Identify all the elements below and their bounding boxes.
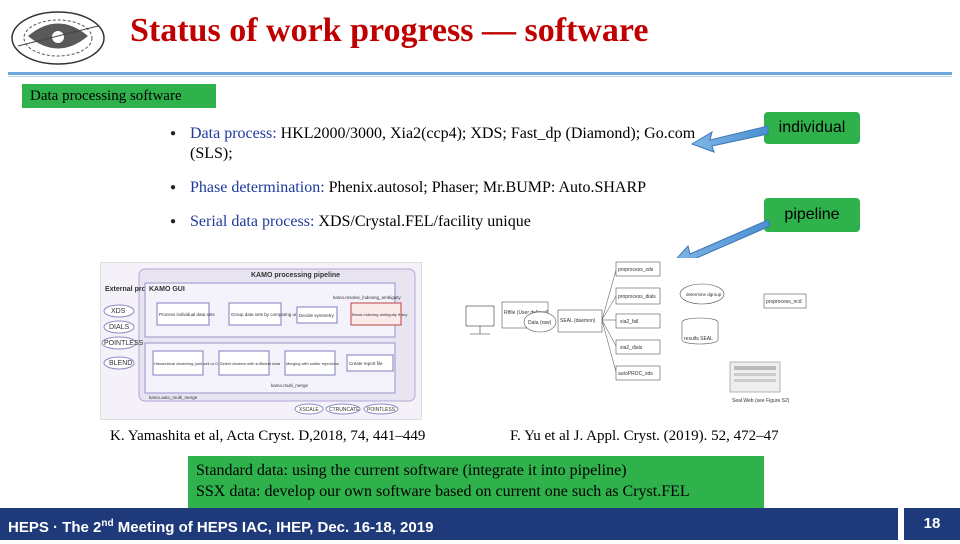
footer-text: Meeting of HEPS IAC, IHEP, Dec. 16-18, 2… [113, 519, 434, 536]
note-line: Standard data: using the current softwar… [196, 462, 627, 479]
program-label: BLEND [109, 360, 132, 367]
node-label: Data (raw) [528, 320, 552, 326]
note-line: SSX data: develop our own software based… [196, 483, 690, 500]
merge-step-label: Create report file [349, 361, 383, 366]
bullet-label: Serial data process: [190, 213, 319, 230]
title-rule-thin [8, 76, 952, 77]
seal-pipeline-figure: Rtfile (User defined) Data (raw) SEAL (d… [460, 258, 810, 414]
bullet-phase-determination: Phase determination: Phenix.autosol; Pha… [170, 178, 710, 198]
bullet-list: Data process: HKL2000/3000, Xia2(ccp4); … [170, 124, 710, 246]
kamo-label: kamo.resolve_indexing_ambiguity [333, 295, 402, 300]
summary-note: Standard data: using the current softwar… [188, 456, 764, 512]
title-rule [8, 72, 952, 75]
kamo-label: kamo.multi_merge [271, 383, 309, 388]
arrow-left-icon [690, 125, 769, 153]
step-label: Group data sets by comparing unit cells [231, 312, 311, 317]
ihep-logo [11, 11, 105, 65]
kamo-external: External programs [105, 286, 167, 293]
merge-step-label: Merging with outlier rejections [286, 361, 339, 366]
node-label: Seal Web (see Figure S2) [732, 398, 790, 404]
program-label: XDS [111, 308, 126, 315]
footer-bar: HEPS · The 2nd Meeting of HEPS IAC, IHEP… [0, 508, 898, 540]
program-label: XSCALE [299, 407, 319, 413]
bullet-value: HKL2000/3000, Xia2(ccp4); XDS; Fast_dp (… [190, 125, 696, 162]
bullet-serial-data-process: Serial data process: XDS/Crystal.FEL/fac… [170, 212, 710, 232]
caption-right: F. Yu et al J. Appl. Cryst. (2019). 52, … [510, 428, 779, 444]
program-label: POINTLESS [104, 340, 144, 347]
program-label: CTRUNCATE [329, 407, 360, 413]
step-label: Break indexing ambiguity if any [352, 312, 407, 317]
step-label: Decide symmetry [299, 313, 335, 318]
bullet-value: XDS/Crystal.FEL/facility unique [318, 213, 531, 230]
program-label: POINTLESS [367, 407, 396, 413]
caption-left: K. Yamashita et al, Acta Cryst. D,2018, … [110, 428, 426, 444]
bottom-programs: XSCALE CTRUNCATE POINTLESS [294, 403, 399, 415]
node-label: xia2_dials [620, 345, 643, 351]
section-tag: Data processing software [22, 84, 216, 108]
bullet-data-process: Data process: HKL2000/3000, Xia2(ccp4); … [170, 124, 710, 164]
step-label: Process individual data sets [159, 312, 216, 317]
page-number: 18 [904, 508, 960, 540]
node-label: autoPROC_xds [618, 371, 653, 377]
badge-individual: individual [764, 112, 860, 144]
kamo-title: KAMO processing pipeline [251, 272, 340, 279]
node-label: determine dgroup [686, 292, 722, 297]
kamo-pipeline-figure: KAMO processing pipeline External progra… [100, 262, 422, 420]
bullet-value: Phenix.autosol; Phaser; Mr.BUMP: Auto.SH… [328, 179, 647, 196]
kamo-label: kamo.auto_multi_merge [149, 395, 198, 400]
program-label: DIALS [109, 324, 130, 331]
node-label: proprocess_ncd [766, 299, 802, 305]
bullet-label: Phase determination: [190, 179, 329, 196]
slide-title: Status of work progress — software [130, 12, 649, 49]
node-label: xia2_fall [620, 319, 638, 325]
external-programs: XDS DIALS POINTLESS BLEND [101, 304, 144, 370]
node-label: SEAL (daemon) [560, 318, 596, 324]
node-label: results SEAL [684, 336, 713, 342]
bullet-label: Data process: [190, 125, 281, 142]
node-label: Rtfile (User defined) [504, 310, 549, 316]
merge-step-label: Hierarchical clustering (unit cell or CC… [154, 361, 223, 366]
node-label: proprocess_xds [618, 267, 654, 273]
node-label: proprocess_dials [618, 294, 656, 300]
merge-step-label: Select clusters with sufficient data [220, 361, 281, 366]
badge-pipeline: pipeline [764, 198, 860, 232]
footer-text: HEPS · The 2 [8, 519, 102, 536]
kamo-gui: KAMO GUI [149, 286, 185, 293]
footer-sup: nd [101, 518, 114, 529]
